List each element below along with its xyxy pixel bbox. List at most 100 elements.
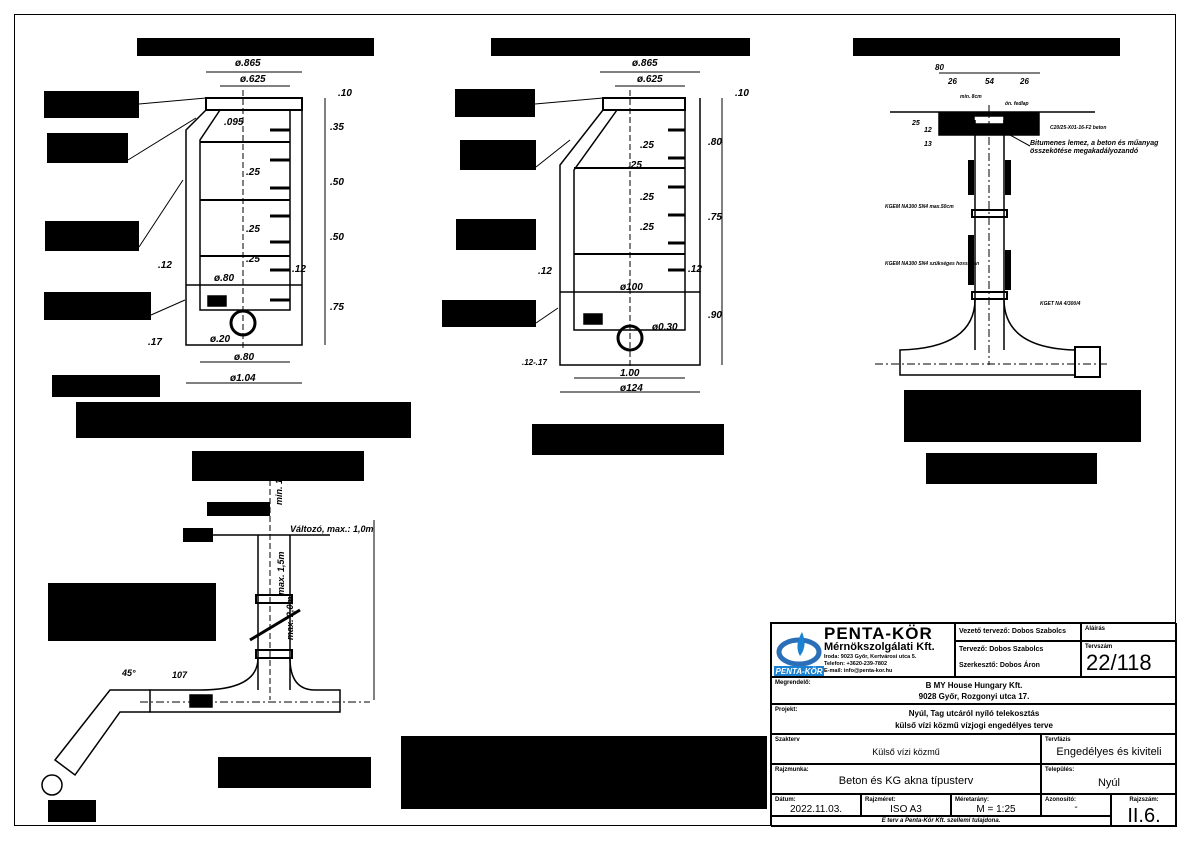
redacted-block [904, 390, 1141, 442]
dim-label: 13 [924, 141, 932, 148]
dim-label: 107 [172, 670, 188, 680]
id-label: Azonosító: [1045, 797, 1076, 803]
title-block: PENTA-KÖR PENTA-KÖR Mérnökszolgálati Kft… [770, 622, 1177, 827]
dim-label: .25 [246, 224, 260, 235]
redacted-block [207, 502, 270, 516]
id-cell: Azonosító: - [1041, 794, 1111, 816]
id: - [1074, 802, 1078, 813]
dim-label: .12 [688, 264, 702, 275]
sheet-cell: Rajzszám: II.6. [1111, 794, 1177, 827]
dim-label: .25 [640, 140, 654, 151]
discipline: Külső vízi közmű [872, 747, 940, 757]
company-logo-icon: PENTA-KÖR [774, 632, 824, 676]
left-shaft-drawing [127, 71, 326, 384]
redacted-block [45, 221, 139, 251]
project-subtitle: külső vízi közmű vízjogi engedélyes terv… [895, 721, 1053, 730]
phase: Engedélyes és kiviteli [1056, 746, 1162, 758]
client-label: Megrendelő: [775, 680, 811, 686]
note-label: KGET NA 4/300/4 [1040, 301, 1081, 307]
lead-designer-cell: Vezető tervező: Dobos Szabolcs [955, 623, 1081, 641]
location-cell: Település: Nyúl [1041, 764, 1177, 794]
dim-label: min. 8cm [960, 94, 982, 100]
dim-label: ø.80 [234, 352, 254, 363]
client-cell: Megrendelő: B MY House Hungary Kft. 9028… [771, 677, 1177, 704]
project-number: 22/118 [1086, 650, 1152, 675]
company-subtitle: Mérnökszolgálati Kft. [824, 641, 935, 653]
date-cell: Dátum: 2022.11.03. [771, 794, 861, 816]
dim-label: .35 [330, 122, 344, 133]
client-address: 9028 Győr, Rozgonyi utca 17. [918, 692, 1030, 701]
note-label: ön. fedlap [1005, 101, 1029, 107]
redacted-block [48, 800, 96, 822]
company-logo-block: PENTA-KÖR PENTA-KÖR Mérnökszolgálati Kft… [771, 623, 955, 677]
dim-label: ø100 [620, 282, 643, 293]
project-number-cell: Tervszám 22/118 [1081, 641, 1177, 677]
dim-label: .12 [538, 266, 552, 277]
dim-label: .25 [246, 254, 260, 265]
redacted-block [455, 89, 535, 117]
dim-label: ø1.04 [230, 373, 256, 384]
dim-label: .25 [640, 222, 654, 233]
redacted-block [491, 38, 750, 56]
drawing-label: Rajzmunka: [775, 767, 809, 773]
dim-label: ø.865 [235, 58, 261, 69]
logo-text: PENTA-KÖR [776, 667, 823, 676]
redacted-block [456, 219, 536, 250]
right-pipe-detail [875, 72, 1110, 378]
company-address: Iroda: 9023 Győr, Kertvárosi utca 5. [824, 654, 917, 660]
phase-cell: Tervfázis Engedélyes és kiviteli [1041, 734, 1177, 764]
dim-label: .75 [708, 212, 722, 223]
redacted-block [192, 451, 364, 481]
dim-label: 80 [935, 63, 944, 72]
dim-label: .75 [330, 302, 344, 313]
dim-label: ø.80 [214, 273, 234, 284]
designer: Tervező: Dobos Szabolcs [959, 646, 1044, 653]
format: ISO A3 [890, 804, 922, 815]
redacted-block [52, 375, 160, 397]
dim-label: 54 [985, 77, 994, 86]
signature-cell: Aláírás [1081, 623, 1177, 641]
dim-label: .25 [246, 167, 260, 178]
dim-label: 1.00 [620, 368, 640, 379]
copyright: E terv a Penta-Kör Kft. szellemi tulajdo… [881, 818, 1001, 824]
dim-label: .12 [292, 264, 306, 275]
dim-label: max. 1,5m [276, 551, 286, 595]
sheet-label: Rajzszám: [1129, 797, 1159, 803]
dim-label: ø.20 [210, 334, 230, 345]
format-label: Rajzméret: [865, 797, 896, 803]
redacted-block [137, 38, 374, 56]
dim-label: max. 2,0m [285, 596, 295, 640]
bottom-pipe-detail [41, 480, 375, 796]
signature-label: Aláírás [1085, 626, 1106, 632]
company-email: E-mail: info@penta-kor.hu [824, 668, 893, 674]
project-label: Projekt: [775, 707, 798, 713]
company-name: PENTA-KÖR [824, 624, 933, 643]
dim-label: .25 [628, 160, 642, 171]
redacted-block [183, 528, 213, 542]
location-label: Település: [1045, 767, 1075, 773]
dim-label: Változó, max.: 1,0m [290, 524, 374, 534]
dim-label: ø.625 [637, 74, 663, 85]
redacted-block [48, 583, 216, 641]
format-cell: Rajzméret: ISO A3 [861, 794, 951, 816]
dim-label: .50 [330, 177, 344, 188]
dim-label: ø.865 [632, 58, 658, 69]
note-label: KGEM NA300 SN4 szükséges hosszban [885, 261, 979, 267]
note-label: KGEM NA300 SN4 max.50cm [885, 204, 954, 210]
project-cell: Projekt: Nyúl, Tag utcáról nyíló telekos… [771, 704, 1177, 734]
discipline-cell: Szakterv Külső vízi közmű [771, 734, 1041, 764]
dim-label: .095 [224, 117, 244, 128]
scale-cell: Méretarány: M = 1:25 [951, 794, 1041, 816]
dim-label: .25 [640, 192, 654, 203]
date: 2022.11.03. [789, 804, 843, 815]
dim-label: .17 [148, 337, 162, 348]
project-title: Nyúl, Tag utcáról nyíló telekosztás [908, 709, 1040, 718]
dim-label: ø0.30 [652, 322, 678, 333]
redacted-block [47, 133, 128, 163]
copyright-cell: E terv a Penta-Kör Kft. szellemi tulajdo… [771, 816, 1111, 827]
dim-label: .80 [708, 137, 722, 148]
dim-label: 45° [121, 668, 136, 678]
dim-label: .10 [338, 88, 352, 99]
note-label: C20/25-X01-16-F2 beton [1050, 125, 1106, 131]
